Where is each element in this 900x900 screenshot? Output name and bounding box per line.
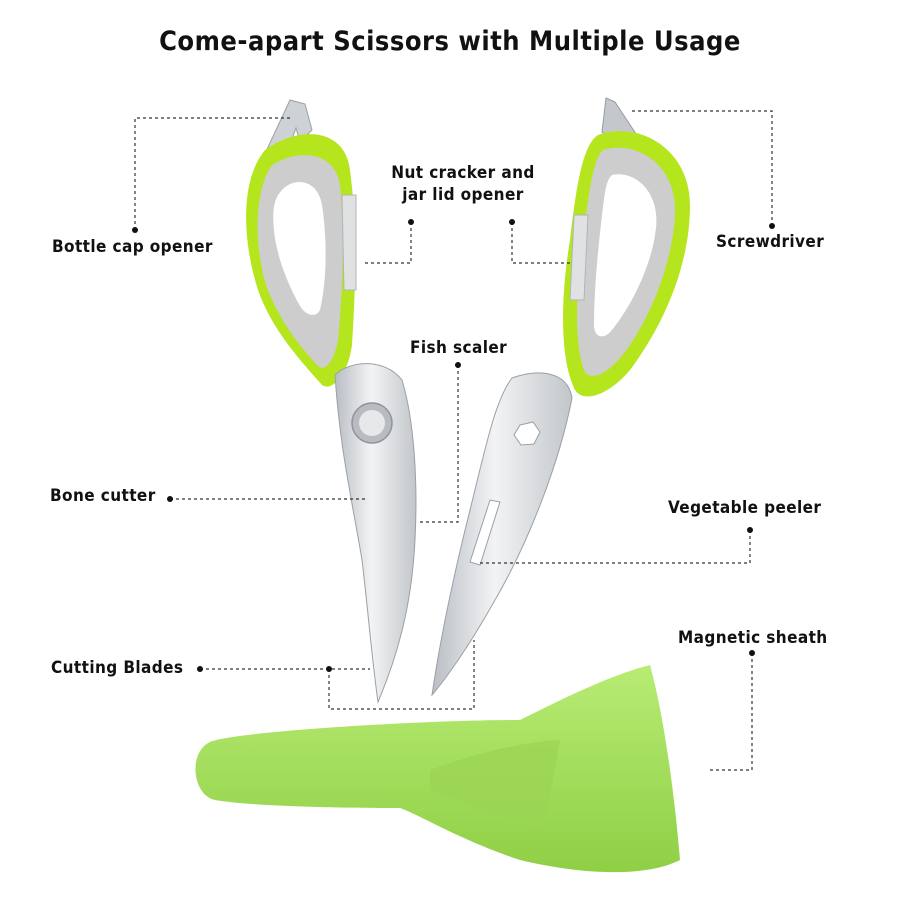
leader-fish-scaler bbox=[420, 365, 459, 523]
right-blade bbox=[431, 372, 573, 697]
leader-dots bbox=[132, 219, 775, 672]
right-scissor-half bbox=[431, 97, 690, 697]
leader-screwdriver bbox=[630, 110, 773, 226]
label-cutting-blades: Cutting Blades bbox=[51, 658, 184, 678]
dot-nut-cracker-left bbox=[408, 219, 414, 225]
label-nut-cracker-line2: jar lid opener bbox=[402, 185, 524, 205]
left-finger-hole bbox=[273, 182, 326, 315]
label-magnetic-sheath: Magnetic sheath bbox=[678, 628, 828, 648]
leader-nut-cracker-right bbox=[511, 222, 570, 264]
label-screwdriver: Screwdriver bbox=[716, 232, 825, 252]
dot-nut-cracker-right bbox=[509, 219, 515, 225]
label-nut-cracker-line1: Nut cracker and bbox=[391, 163, 535, 183]
label-bone-cutter: Bone cutter bbox=[50, 486, 156, 506]
dot-cutting-blades bbox=[197, 666, 203, 672]
dot-screwdriver bbox=[769, 223, 775, 229]
dot-cutting-blades-b bbox=[326, 666, 332, 672]
sheath-groove bbox=[430, 740, 560, 830]
leader-bottle-cap bbox=[134, 117, 290, 230]
left-blade bbox=[334, 363, 417, 704]
dot-bottle-cap bbox=[132, 227, 138, 233]
label-fish-scaler: Fish scaler bbox=[410, 338, 508, 358]
dot-bone-cutter bbox=[167, 496, 173, 502]
jar-opener-hole bbox=[513, 421, 541, 446]
dot-fish-scaler bbox=[455, 362, 461, 368]
leader-vegetable-peeler bbox=[480, 530, 751, 564]
label-bottle-cap-opener: Bottle cap opener bbox=[52, 237, 213, 257]
left-scissor-half bbox=[246, 99, 417, 704]
leader-magnetic-sheath bbox=[708, 653, 753, 771]
dot-vegetable-peeler bbox=[747, 527, 753, 533]
right-finger-hole bbox=[594, 174, 657, 337]
leader-nut-cracker-left bbox=[365, 222, 412, 264]
peeler-slot bbox=[469, 499, 501, 566]
leader-cutting-blades-b bbox=[328, 640, 475, 710]
label-nut-cracker: Nut cracker and jar lid opener bbox=[378, 163, 548, 205]
diagram-title: Come-apart Scissors with Multiple Usage bbox=[159, 26, 741, 57]
dot-magnetic-sheath bbox=[749, 650, 755, 656]
label-vegetable-peeler: Vegetable peeler bbox=[668, 498, 822, 518]
leader-lines bbox=[134, 110, 773, 771]
magnetic-sheath bbox=[195, 665, 680, 873]
right-serrated-strip bbox=[569, 214, 589, 301]
left-serrated-strip bbox=[341, 194, 357, 291]
